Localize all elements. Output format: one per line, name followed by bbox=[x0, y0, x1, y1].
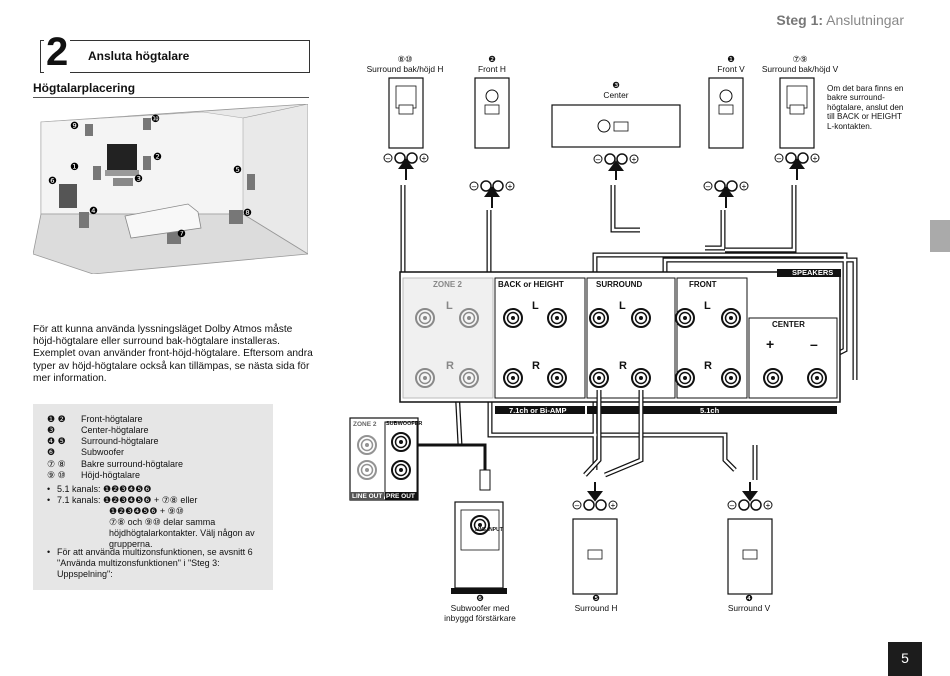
legend-bullet-51: 5.1 kanals: ❶❷❸❹❺❻ bbox=[57, 484, 152, 494]
step-header: Steg 1: Anslutningar bbox=[776, 12, 904, 28]
room-marker-8: ❽ bbox=[243, 208, 252, 219]
panel-center-label: CENTER bbox=[772, 320, 805, 329]
page-number: 5 bbox=[888, 642, 922, 676]
panel-surround-L: L bbox=[619, 300, 626, 312]
speaker-front-h-label: Front H bbox=[478, 64, 506, 74]
panel-back-R: R bbox=[532, 360, 540, 372]
room-marker-9: ❾ bbox=[70, 121, 79, 132]
panel-pre-out: PRE OUT bbox=[386, 493, 415, 500]
back-speaker-note: Om det bara finns en bakre surround-högt… bbox=[827, 84, 904, 131]
speaker-surround-v-num: ❹ bbox=[745, 593, 753, 603]
speaker-subwoofer-label: Subwoofer med bbox=[450, 603, 510, 613]
speaker-surround-h-label: Surround H bbox=[574, 603, 618, 613]
legend-bullet-71: 7.1 kanals: ❶❷❸❹❺❻ + ⑦⑧ eller bbox=[57, 495, 198, 505]
panel-zone2-L: L bbox=[446, 300, 453, 312]
panel-center-plus: + bbox=[766, 336, 775, 352]
room-marker-6: ❻ bbox=[48, 176, 57, 187]
panel-center-minus: – bbox=[810, 336, 818, 352]
speaker-subwoofer-label2: inbyggd förstärkare bbox=[444, 613, 516, 623]
room-illustration: ❾ ❿ ❶ ❷ ❸ ❻ ❺ ❹ ❽ ❼ bbox=[33, 104, 308, 274]
speaker-front-h-num: ❷ bbox=[488, 54, 496, 64]
room-marker-5: ❺ bbox=[233, 165, 242, 176]
speaker-surround-v-label: Surround V bbox=[727, 603, 771, 613]
panel-small-zone2: ZONE 2 bbox=[353, 421, 377, 428]
speaker-front-v-num: ❶ bbox=[727, 54, 735, 64]
panel-back-height-label: BACK or HEIGHT bbox=[498, 280, 564, 289]
speaker-surround-back-v-num: ⑦⑨ bbox=[792, 54, 808, 64]
room-marker-3: ❸ bbox=[134, 174, 143, 185]
speaker-center-num: ❸ bbox=[612, 80, 620, 90]
speaker-surround-back-h-num: ⑧⑩ bbox=[397, 54, 413, 64]
panel-zone2-label: ZONE 2 bbox=[433, 280, 462, 289]
wiring-diagram: – + bbox=[349, 77, 858, 595]
panel-surround-R: R bbox=[619, 360, 627, 372]
panel-front-label: FRONT bbox=[689, 280, 717, 289]
legend-bullet-71-note: ⑦⑧ och ⑨⑩ delar samma höjdhögtalarkontak… bbox=[109, 517, 255, 550]
panel-front-R: R bbox=[704, 360, 712, 372]
speaker-surround-back-v-label: Surround bak/höjd V bbox=[761, 64, 839, 74]
speaker-surround-h-num: ❺ bbox=[592, 593, 600, 603]
subsection-title: Högtalarplacering bbox=[33, 81, 136, 95]
section-heading-box bbox=[40, 40, 310, 73]
side-tab bbox=[930, 220, 950, 252]
speaker-front-v-label: Front V bbox=[717, 64, 745, 74]
legend-bullet-multizone: För att använda multizonsfunktionen, se … bbox=[57, 547, 253, 580]
subwoofer-line-input: LINE INPUT bbox=[475, 527, 503, 533]
room-marker-2: ❷ bbox=[153, 152, 162, 163]
speaker-center-label: Center bbox=[603, 90, 629, 100]
panel-51-bar: 5.1ch bbox=[700, 406, 720, 415]
subsection-divider bbox=[33, 97, 309, 98]
room-marker-1: ❶ bbox=[70, 162, 79, 173]
intro-paragraph: För att kunna använda lyssningsläget Dol… bbox=[33, 324, 313, 384]
panel-small-subwoofer: SUBWOOFER bbox=[386, 421, 423, 427]
panel-line-out: LINE OUT bbox=[352, 493, 383, 500]
panel-front-L: L bbox=[704, 300, 711, 312]
legend-bullet-71-alt: ❶❷❸❹❺❻ + ⑨⑩ bbox=[109, 506, 184, 516]
panel-speakers-label: SPEAKERS bbox=[792, 268, 834, 277]
room-marker-10: ❿ bbox=[151, 114, 160, 125]
panel-surround-label: SURROUND bbox=[596, 280, 643, 289]
panel-71-bar: 7.1ch or Bi-AMP bbox=[509, 406, 567, 415]
section-number: 2 bbox=[44, 30, 71, 74]
room-marker-7: ❼ bbox=[177, 229, 186, 240]
section-title: Ansluta högtalare bbox=[88, 49, 190, 63]
speaker-subwoofer-num: ❻ bbox=[476, 593, 484, 603]
speaker-surround-back-h-label: Surround bak/höjd H bbox=[366, 64, 444, 74]
panel-zone2-R: R bbox=[446, 360, 454, 372]
panel-back-L: L bbox=[532, 300, 539, 312]
room-marker-4: ❹ bbox=[89, 206, 98, 217]
